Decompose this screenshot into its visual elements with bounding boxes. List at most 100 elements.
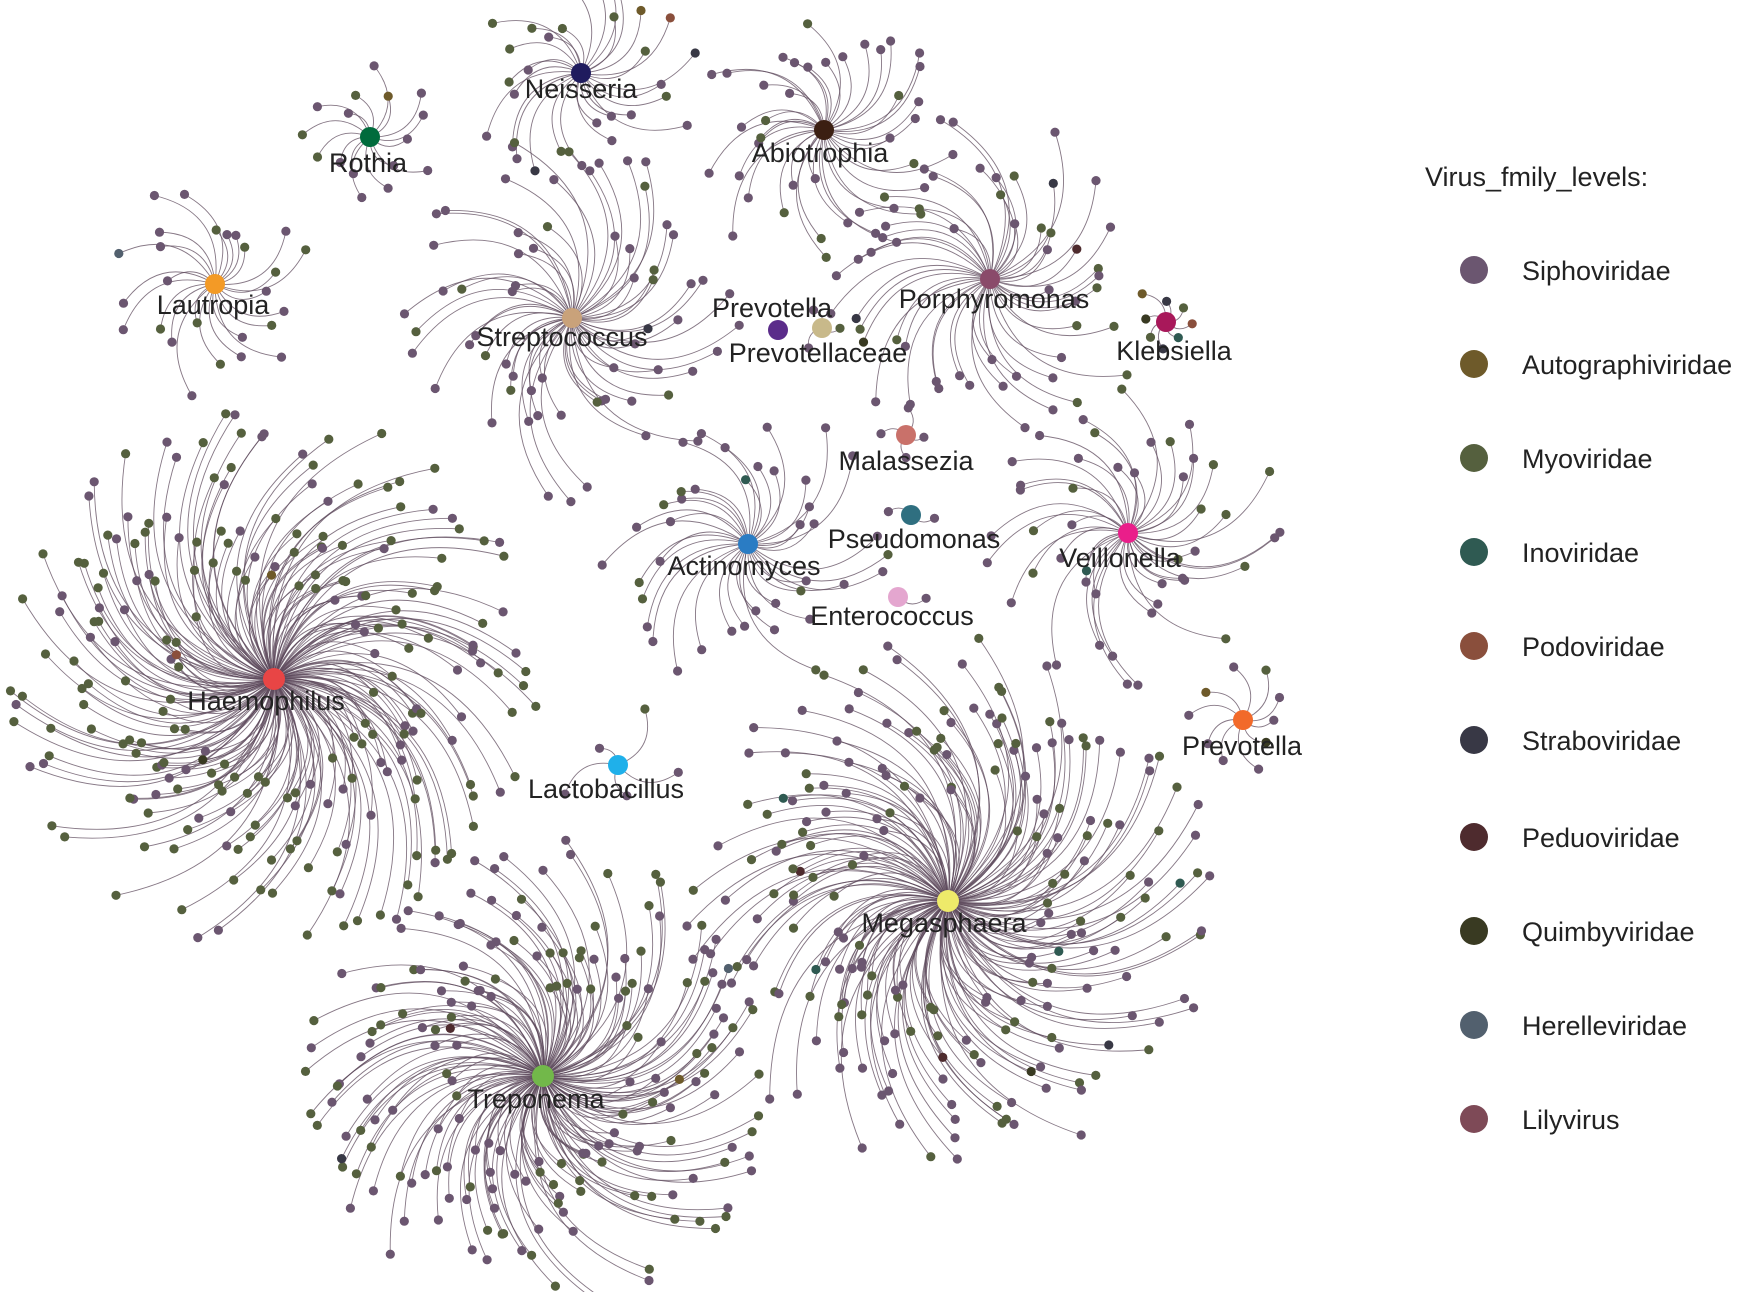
virus-node <box>948 149 958 160</box>
edge <box>541 926 577 1077</box>
virus-node <box>256 885 266 895</box>
virus-node <box>242 788 252 798</box>
virus-node <box>682 921 692 931</box>
virus-node <box>1046 228 1056 238</box>
virus-node <box>509 935 519 946</box>
edge <box>519 1075 595 1292</box>
edge <box>458 1072 544 1119</box>
virus-node <box>821 807 831 817</box>
edge <box>123 271 216 304</box>
virus-node <box>73 557 84 567</box>
virus-node <box>360 718 370 728</box>
virus-node <box>1091 589 1101 599</box>
virus-node <box>762 422 772 432</box>
virus-node <box>585 166 595 176</box>
virus-node <box>1122 679 1132 689</box>
virus-node <box>98 568 109 578</box>
edge <box>273 678 336 804</box>
virus-node <box>625 244 635 254</box>
virus-node <box>835 323 845 333</box>
virus-node <box>430 858 440 868</box>
edge <box>747 480 807 545</box>
virus-node <box>915 48 925 58</box>
edge <box>1127 532 1275 569</box>
legend-swatch <box>1460 823 1488 851</box>
virus-node <box>420 1170 430 1180</box>
virus-node <box>125 793 135 803</box>
virus-node <box>665 517 676 527</box>
edge <box>261 536 324 680</box>
virus-node <box>430 1025 441 1035</box>
edge <box>305 1019 544 1077</box>
edge <box>694 543 749 650</box>
virus-node <box>771 598 781 609</box>
edge <box>399 1074 544 1177</box>
legend-swatch <box>1460 538 1488 566</box>
edge <box>424 1075 544 1175</box>
virus-node <box>285 844 295 854</box>
edge <box>947 900 1185 1015</box>
virus-node <box>482 131 492 141</box>
edge <box>924 900 975 1055</box>
virus-node <box>648 1097 658 1107</box>
virus-node <box>641 157 651 167</box>
virus-node <box>853 254 863 264</box>
edge <box>947 900 1059 958</box>
edge <box>542 1075 640 1148</box>
virus-node <box>327 1097 337 1107</box>
virus-node <box>1133 680 1143 690</box>
virus-node <box>495 537 505 548</box>
virus-node <box>809 519 819 529</box>
edge <box>230 678 287 813</box>
edge <box>541 1075 603 1163</box>
edge <box>313 992 544 1077</box>
legend-label: Autographiviridae <box>1522 350 1732 380</box>
edge <box>273 678 437 851</box>
virus-node <box>853 687 864 698</box>
edge <box>413 969 544 1077</box>
edge <box>940 900 1006 1031</box>
hub-label-neisseria: Neisseria <box>525 74 639 104</box>
edge <box>947 830 1018 902</box>
virus-node <box>762 809 772 819</box>
virus-node <box>1042 661 1052 671</box>
edge <box>580 52 696 91</box>
virus-node <box>933 1031 943 1041</box>
virus-node <box>452 1091 462 1101</box>
virus-node <box>682 978 692 988</box>
virus-node <box>399 1216 409 1226</box>
edge <box>369 1018 544 1077</box>
virus-node <box>535 1167 545 1177</box>
edge <box>372 1073 544 1192</box>
virus-node <box>1161 932 1171 942</box>
virus-node <box>801 576 811 586</box>
edge <box>490 944 553 1077</box>
virus-node <box>627 978 637 989</box>
virus-node <box>1178 303 1189 313</box>
edge <box>809 787 949 902</box>
edge <box>732 129 825 237</box>
virus-node <box>710 1090 720 1100</box>
edge <box>990 503 1129 537</box>
virus-node <box>111 890 121 900</box>
virus-node <box>335 889 345 899</box>
virus-node <box>110 637 120 647</box>
virus-node <box>697 920 707 930</box>
virus-node <box>445 1023 455 1033</box>
edge <box>793 878 949 929</box>
edge <box>571 317 669 396</box>
virus-node <box>883 507 894 517</box>
edge <box>1078 457 1130 534</box>
virus-node <box>1144 877 1154 887</box>
virus-node <box>453 919 463 930</box>
edge <box>807 23 841 131</box>
edge <box>947 900 1202 975</box>
edge <box>521 1075 574 1232</box>
edge <box>802 709 950 902</box>
edge <box>542 972 714 1081</box>
edge <box>883 830 949 902</box>
virus-node <box>407 1178 417 1188</box>
edge <box>273 662 516 777</box>
virus-node <box>704 168 714 178</box>
edge <box>947 883 1054 918</box>
